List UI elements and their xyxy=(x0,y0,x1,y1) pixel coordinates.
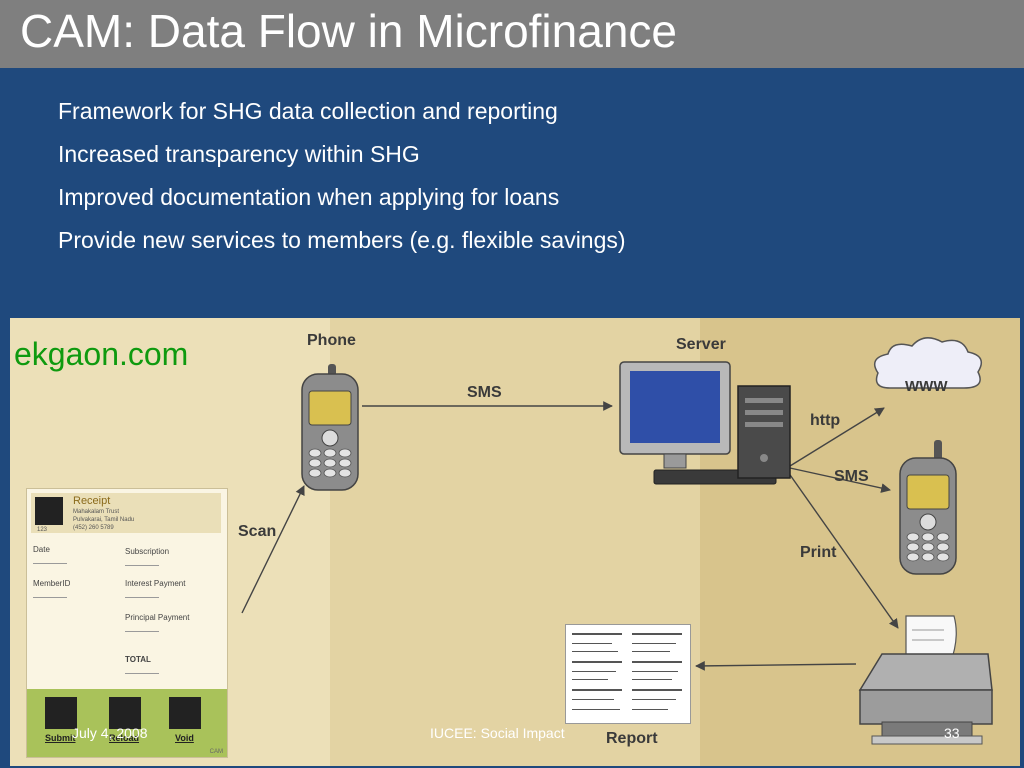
scan-label: Scan xyxy=(238,523,277,540)
date-label: Date xyxy=(33,545,50,554)
phone-label: Phone xyxy=(307,332,356,349)
receipt-place: Pulvakarai, Tamil Nadu xyxy=(73,517,135,523)
interest-label: Interest Payment xyxy=(125,579,186,588)
server-label: Server xyxy=(676,336,726,353)
receipt-brand: CAM xyxy=(209,749,223,755)
phone-icon xyxy=(301,364,359,491)
mobile-phone-icon xyxy=(899,440,957,575)
principal-label: Principal Payment xyxy=(125,613,190,622)
brand-label: ekgaon.com xyxy=(14,336,189,372)
title-bar: CAM: Data Flow in Microfinance xyxy=(0,0,1024,68)
printer-icon xyxy=(858,615,993,745)
receipt-header: Receipt Mahakalam Trust Pulvakarai, Tami… xyxy=(31,493,221,533)
receipt-phone: (452) 260 5789 xyxy=(73,525,114,531)
subscription-label: Subscription xyxy=(125,547,170,556)
receipt-org: Mahakalam Trust xyxy=(73,509,120,515)
footer-date: July 4, 2008 xyxy=(72,725,148,741)
server-computer-icon xyxy=(619,361,791,485)
http-arrow xyxy=(789,407,885,467)
cloud-icon xyxy=(873,337,983,389)
bullet-item: Increased transparency within SHG xyxy=(58,141,420,167)
footer-center: IUCEE: Social Impact xyxy=(430,725,565,741)
bullet-list: Framework for SHG data collection and re… xyxy=(58,96,626,268)
print-label: Print xyxy=(800,544,837,561)
barcode-icon xyxy=(109,697,141,729)
print-arrow xyxy=(787,471,899,629)
diagram-graphics xyxy=(241,337,993,745)
sms-out-label: SMS xyxy=(834,468,869,485)
reload-button[interactable]: Reload xyxy=(109,733,140,743)
scan-arrow xyxy=(241,485,305,614)
barcode-icon xyxy=(35,497,63,525)
receipt-form: Receipt Mahakalam Trust Pulvakarai, Tami… xyxy=(26,488,228,758)
barcode-icon xyxy=(45,697,77,729)
submit-button[interactable]: Submit xyxy=(45,733,76,743)
report-document xyxy=(565,624,691,724)
www-label: WWW xyxy=(905,378,948,395)
data-flow-diagram: ekgaon.com xyxy=(10,318,1020,766)
receipt-title: Receipt xyxy=(73,495,111,507)
total-label: TOTAL xyxy=(125,655,151,664)
receipt-actions: Submit Reload Void CAM xyxy=(27,689,227,757)
page-number: 33 xyxy=(944,725,960,741)
memberid-label: MemberID xyxy=(33,579,71,588)
void-button[interactable]: Void xyxy=(175,733,194,743)
bullet-item: Improved documentation when applying for… xyxy=(58,184,560,210)
slide-title: CAM: Data Flow in Microfinance xyxy=(20,5,677,57)
report-label: Report xyxy=(606,730,658,747)
barcode-icon xyxy=(169,697,201,729)
sms-label: SMS xyxy=(467,384,502,401)
http-label: http xyxy=(810,412,841,429)
sms-out-arrow xyxy=(789,467,891,493)
bullet-item: Provide new services to members (e.g. fl… xyxy=(58,227,626,253)
report-arrow xyxy=(695,660,857,671)
bullet-item: Framework for SHG data collection and re… xyxy=(58,98,558,124)
receipt-code: 123 xyxy=(37,527,48,533)
